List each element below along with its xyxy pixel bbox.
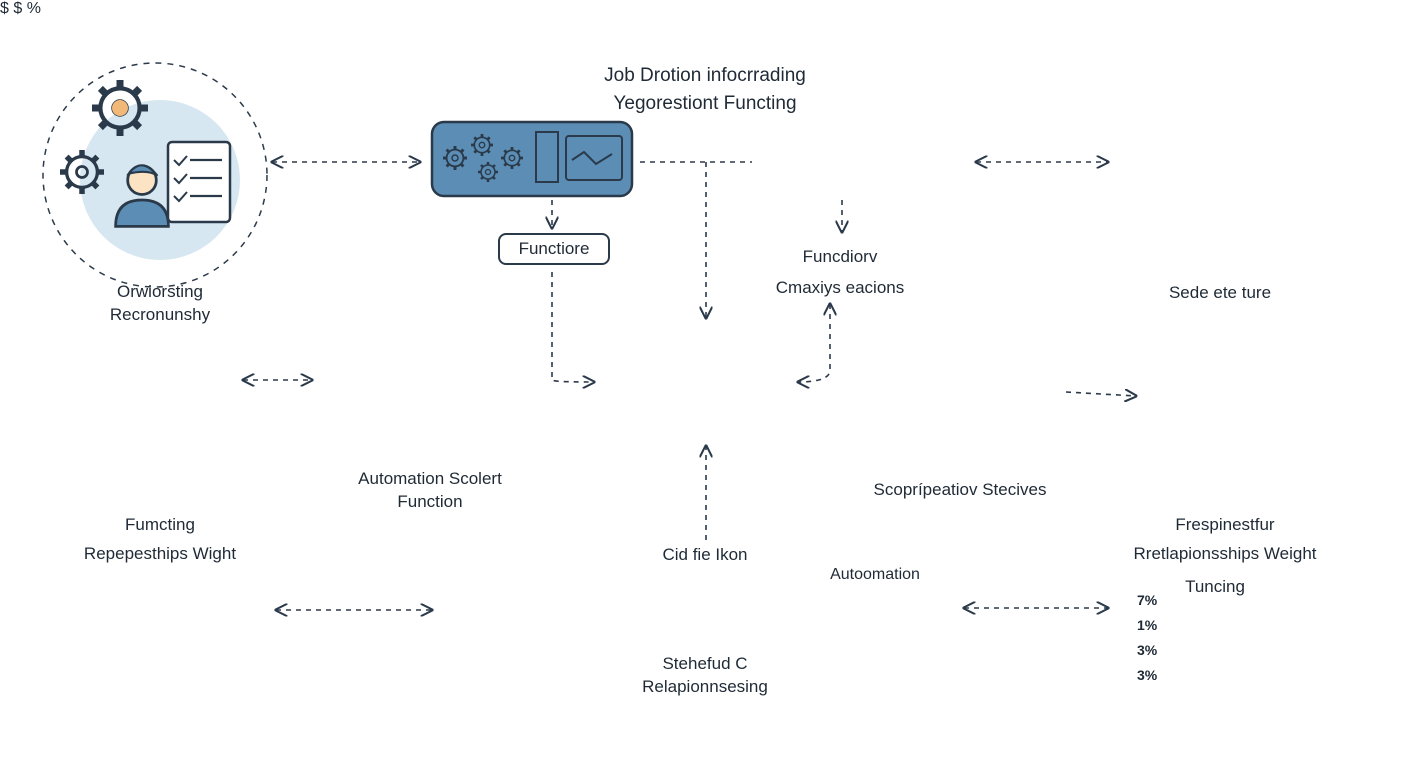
label-top-right: Sede ete ture <box>1168 283 1272 302</box>
checklist-icon <box>166 140 232 224</box>
label-mid-center-left: Automation Scolert Function <box>358 469 502 511</box>
automation-chart-title: Autoomation <box>830 566 920 583</box>
title-line-1: Job Drotion infocrrading <box>604 65 806 86</box>
percent-icon: % <box>26 0 41 17</box>
diagram-title: Job Drotion infocrrading Yegorestiont Fu… <box>505 62 905 118</box>
document-icon: $ <box>0 0 13 17</box>
tuning-tick: 7% <box>1137 592 1158 608</box>
label-mid-left: Fumcting Repepesthips Wight <box>83 515 237 563</box>
tuning-tick: 3% <box>1137 642 1158 658</box>
tuning-tick: 1% <box>1137 617 1158 633</box>
right-monitor-illustration: % <box>27 0 41 17</box>
tuning-tick: 3% <box>1137 667 1158 683</box>
monitor-icon: % <box>27 0 41 17</box>
label-top-left: Orwiorsting Recronunshy <box>109 282 211 324</box>
speech-bubble-icon: $ <box>13 0 26 17</box>
top-right-illustration: $ <box>0 0 13 17</box>
label-bottom-top: Cid fie Ikon <box>662 545 748 564</box>
process-box-gears <box>430 120 634 198</box>
mid-left-illustration: $ <box>13 0 26 17</box>
dollar-icon: $ <box>13 0 23 17</box>
label-mid-right: Scoprípeatiov Stecives <box>873 480 1047 499</box>
dollar-icon: $ <box>0 0 9 17</box>
title-line-2: Yegorestiont Functing <box>613 93 797 114</box>
label-top-center-right: Funcdiorv Cmaxiys eacions <box>775 247 905 297</box>
top-left-illustration <box>42 62 268 288</box>
tuning-tick-labels: 7% 1% 3% 3% <box>1137 588 1157 688</box>
label-bottom-center: Stehefud C Relapionnsesing <box>642 654 768 696</box>
tuning-title: Tuncing <box>1185 577 1245 596</box>
connectors <box>243 162 1136 610</box>
functiore-pill: Functiore <box>498 233 610 265</box>
label-right-lower: Frespinestfur Rretlapionsships Weight <box>1133 515 1317 563</box>
